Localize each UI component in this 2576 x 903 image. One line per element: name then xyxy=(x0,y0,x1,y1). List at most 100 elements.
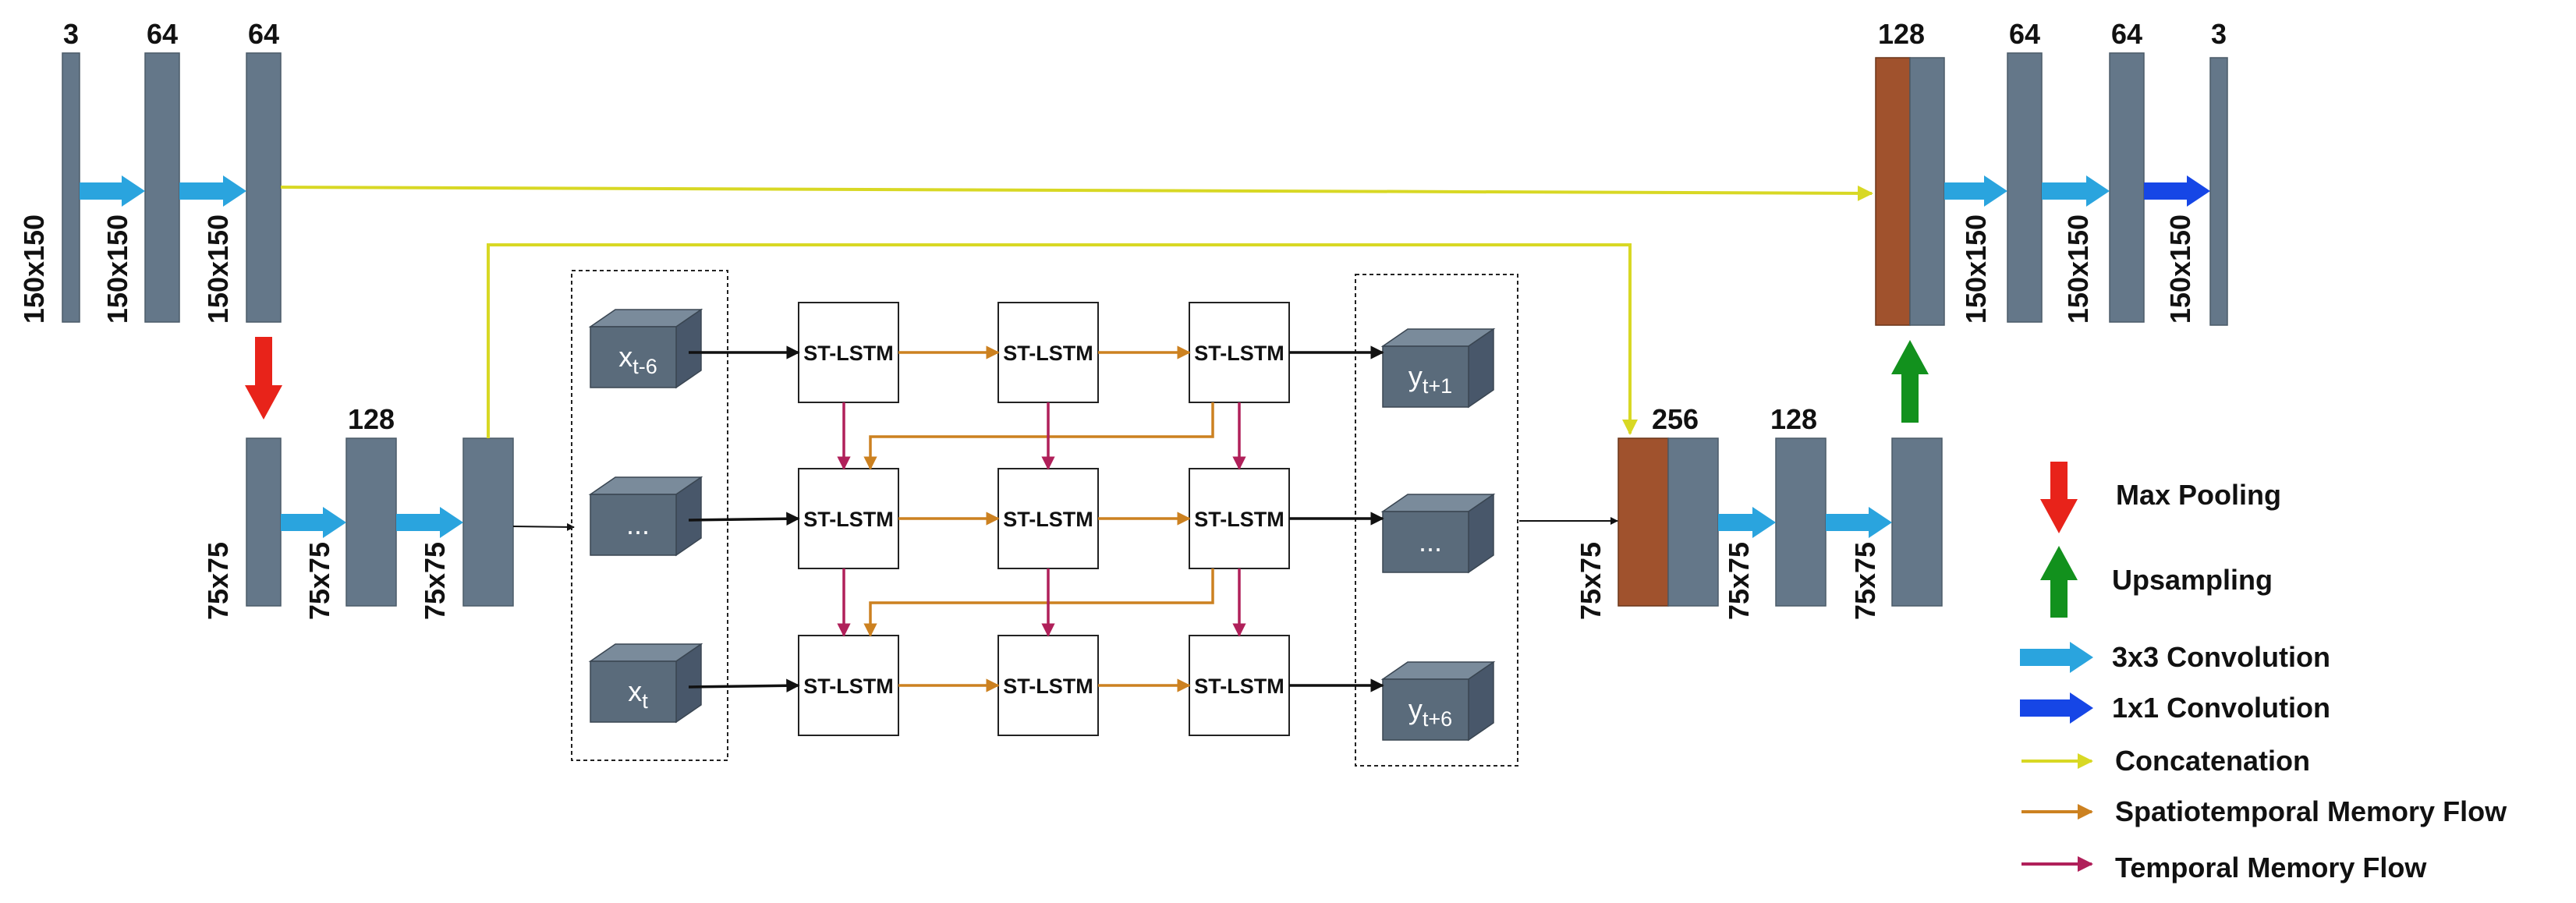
arrow-shape xyxy=(2040,546,2078,618)
cell-label: ST-LSTM xyxy=(1194,342,1284,365)
arrow-shape xyxy=(179,175,246,207)
legend-max-pool-icon xyxy=(2040,462,2078,533)
st-lstm-grid: ST-LSTM ST-LSTM ST-LSTM ST-LSTM ST-LSTM ST-LS… xyxy=(688,302,1384,736)
arrow-shape xyxy=(281,507,346,538)
feature-map-dec-1 xyxy=(1667,437,1719,607)
cell-label: ST-LSTM xyxy=(803,508,894,531)
st-lstm-cell-r3-c2: ST-LSTM xyxy=(997,635,1099,736)
conv3x3-arrow-enc-1 xyxy=(80,175,145,207)
arrow-shape xyxy=(396,507,463,538)
legend: Max Pooling Upsampling 3x3 Convolution 1… xyxy=(2020,462,2507,884)
decoder: 256 128 128 64 64 3 75x75 75x75 75x75 15… xyxy=(1575,18,2228,620)
legend-upsample-label: Upsampling xyxy=(2112,564,2273,596)
cell-label: ST-LSTM xyxy=(1003,342,1093,365)
feature-map-enc-3 xyxy=(246,52,282,323)
size-label-enc-1: 150x150 xyxy=(18,214,50,324)
arrow-shape xyxy=(80,175,145,207)
conv1x1-arrow-dec xyxy=(2144,175,2210,207)
size-label-dec-1: 75x75 xyxy=(1575,542,1607,620)
channel-label-dec-5: 64 xyxy=(2111,18,2142,50)
cube-front xyxy=(590,326,677,388)
feature-map-enc-2 xyxy=(144,52,180,323)
feature-map-dec-3 xyxy=(1891,437,1943,607)
legend-temporal-label: Temporal Memory Flow xyxy=(2115,852,2427,884)
input-frames-box xyxy=(571,270,728,761)
arrow-shape xyxy=(1891,340,1929,423)
feature-map-dec-2 xyxy=(1775,437,1827,607)
output-cube-1: yt+1 xyxy=(1380,328,1496,409)
channel-label-dec-4: 64 xyxy=(2009,18,2040,50)
channel-label-enc-3: 64 xyxy=(248,18,279,50)
output-frames: yt+1 ... yt+6 xyxy=(1355,274,1518,767)
feature-map-enc-5 xyxy=(345,437,397,607)
conv3x3-arrow-enc-3 xyxy=(281,507,346,538)
concat-line-bottom xyxy=(487,243,1638,438)
arrow-shape xyxy=(2020,692,2093,724)
cube-front xyxy=(1382,345,1469,408)
feature-map-dec-4 xyxy=(1909,57,1945,326)
skip-map-dec-2 xyxy=(1875,57,1911,326)
skip-connections xyxy=(280,185,1873,438)
channel-label-dec-3: 128 xyxy=(1878,18,1925,50)
size-label-enc-4: 75x75 xyxy=(202,542,234,620)
st-lstm-cell-r1-c2: ST-LSTM xyxy=(997,302,1099,403)
arrow-shape xyxy=(245,337,282,420)
legend-conv1x1-icon xyxy=(2020,692,2093,724)
channel-label-dec-1: 256 xyxy=(1652,403,1699,435)
cube-front xyxy=(590,494,677,556)
frame-label: yt+6 xyxy=(1408,693,1452,731)
frame-label: yt+1 xyxy=(1408,360,1452,398)
channel-label-enc-1: 3 xyxy=(63,18,79,50)
feature-map-dec-7 xyxy=(2209,57,2228,326)
legend-upsample-icon xyxy=(2040,546,2078,618)
legend-max-pool-label: Max Pooling xyxy=(2116,479,2281,511)
spatiotemporal-wrap xyxy=(863,568,1214,637)
flow-line-in xyxy=(512,522,575,531)
cell-label: ST-LSTM xyxy=(803,675,894,698)
size-label-dec-4: 150x150 xyxy=(1960,214,1992,324)
size-label-enc-3: 150x150 xyxy=(202,214,234,324)
concat-line-top xyxy=(280,185,1873,201)
input-cube-2: ... xyxy=(588,476,703,557)
cell-label: ST-LSTM xyxy=(1194,508,1284,531)
arrow-shape xyxy=(1826,507,1892,538)
channel-label-dec-6: 3 xyxy=(2211,18,2227,50)
st-lstm-cell-r1-c3: ST-LSTM xyxy=(1189,302,1290,403)
size-label-dec-2: 75x75 xyxy=(1723,542,1755,620)
size-label-dec-5: 150x150 xyxy=(2062,214,2094,324)
cell-box xyxy=(798,302,899,403)
max-pool-arrow xyxy=(245,337,282,420)
cube-front xyxy=(1382,511,1469,573)
legend-conv3x3-label: 3x3 Convolution xyxy=(2112,641,2330,673)
st-lstm-cell-r1-c1: ST-LSTM xyxy=(798,302,899,403)
st-lstm-cell-r3-c3: ST-LSTM xyxy=(1189,635,1290,736)
arrow-shape xyxy=(2040,462,2078,533)
frame-label: ... xyxy=(626,508,650,540)
size-label-enc-5: 75x75 xyxy=(303,542,335,620)
size-label-dec-6: 150x150 xyxy=(2164,214,2196,324)
input-frames: xt-6 ... xt xyxy=(571,270,728,761)
arrow-shape xyxy=(2042,175,2110,207)
cell-label: ST-LSTM xyxy=(1003,675,1093,698)
feature-map-enc-4 xyxy=(246,437,282,607)
channel-label-enc-2: 64 xyxy=(147,18,178,50)
cube-front xyxy=(1382,678,1469,741)
feature-map-enc-1 xyxy=(62,52,80,323)
legend-spatiotemporal-label: Spatiotemporal Memory Flow xyxy=(2115,795,2507,827)
feature-map-dec-5 xyxy=(2007,52,2043,323)
st-lstm-cell-r2-c2: ST-LSTM xyxy=(997,468,1099,569)
st-lstm-cell-r2-c1: ST-LSTM xyxy=(798,468,899,569)
cell-label: ST-LSTM xyxy=(803,342,894,365)
size-label-enc-2: 150x150 xyxy=(101,214,133,324)
arrow-shape xyxy=(1944,175,2007,207)
size-label-dec-3: 75x75 xyxy=(1849,542,1881,620)
legend-concat-label: Concatenation xyxy=(2115,745,2310,777)
output-frames-box xyxy=(1355,274,1518,767)
input-connector xyxy=(688,512,800,526)
cell-box xyxy=(997,635,1099,736)
encoder: 3 64 64 128 150x150 150x150 150x150 75x7… xyxy=(18,18,514,620)
input-cube-1: xt-6 xyxy=(588,308,703,389)
channel-label-enc-5: 128 xyxy=(348,403,395,435)
st-lstm-cell-r3-c1: ST-LSTM xyxy=(798,635,899,736)
